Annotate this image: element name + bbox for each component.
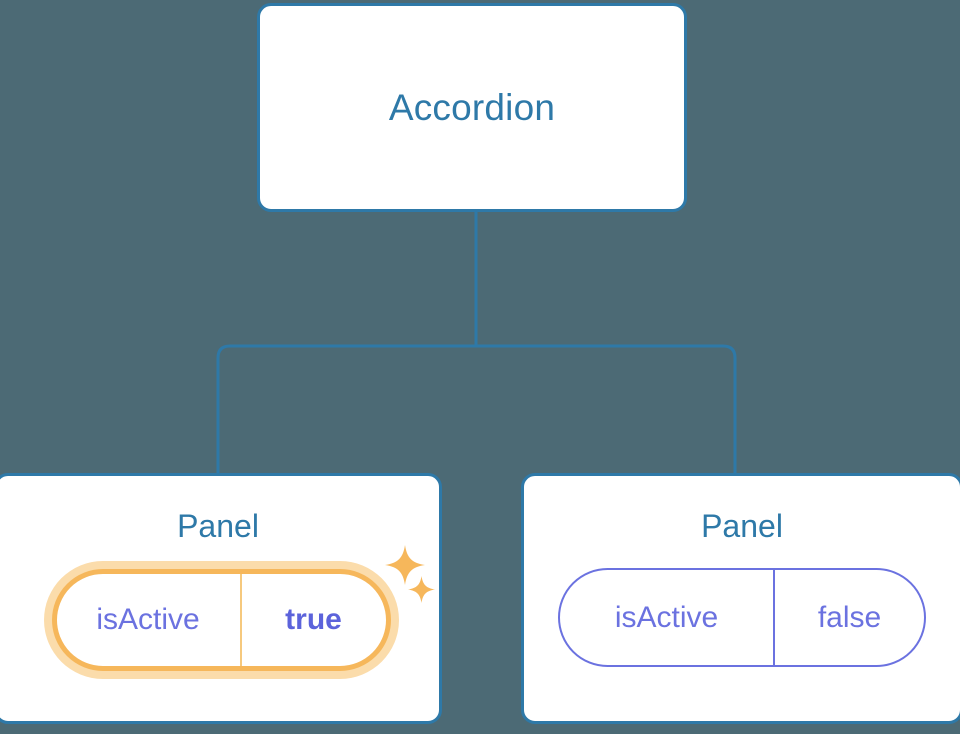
node-title-accordion: Accordion (388, 87, 556, 128)
connector-to-right-panel (476, 344, 737, 473)
prop-value-right: false (817, 600, 882, 634)
prop-value-left: true (285, 603, 342, 636)
prop-pill-wrapper-left: isActive true (43, 561, 399, 679)
node-title-panel-right: Panel (701, 508, 783, 544)
node-title-panel-left: Panel (177, 508, 259, 544)
prop-pill-isactive-true[interactable]: isActive true (51, 569, 391, 671)
node-panel-right[interactable]: Panel isActive false (521, 473, 960, 724)
prop-key-right: isActive (560, 570, 775, 665)
prop-key-left: isActive (57, 574, 242, 666)
prop-pill-isactive-false[interactable]: isActive false (558, 568, 926, 667)
node-accordion[interactable]: Accordion (257, 3, 687, 212)
node-panel-left[interactable]: Panel isActive true (0, 473, 442, 724)
connector-to-left-panel (216, 344, 476, 473)
